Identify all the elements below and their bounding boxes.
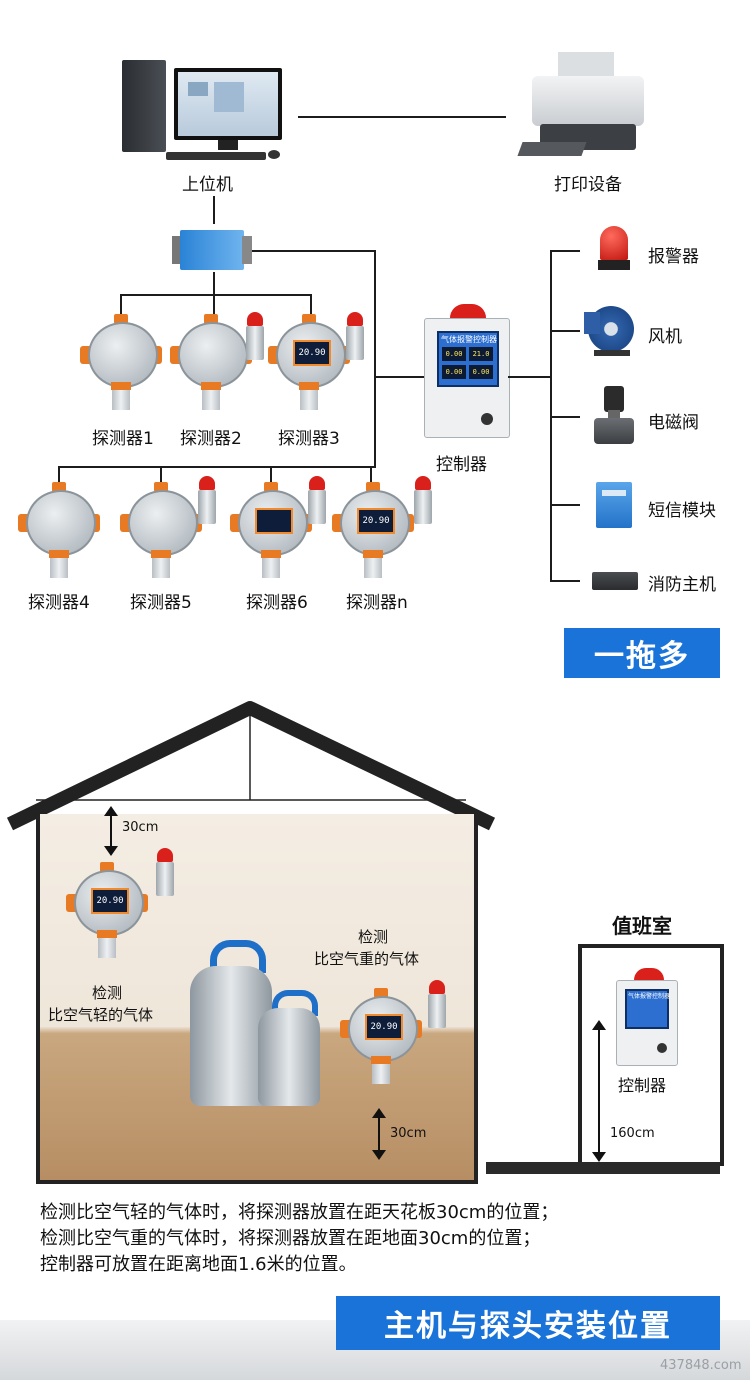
- ceiling-detector-icon: 20.90: [66, 862, 148, 958]
- alarm-lamp-icon: [308, 476, 326, 524]
- floor-detector-icon: 20.90: [340, 988, 422, 1084]
- light-gas-label: 检测: [92, 984, 123, 1002]
- detector-label: 探测器4: [28, 593, 90, 613]
- one-to-many-badge: 一拖多: [564, 628, 720, 678]
- detector-4-icon: [18, 482, 100, 578]
- host-pc-label: 上位机: [182, 175, 233, 195]
- heavy-gas-label: 检测: [358, 928, 389, 946]
- output-label: 风机: [648, 327, 682, 347]
- controller-reading: 0.00: [469, 365, 493, 379]
- gas-cylinder-icon: [258, 990, 320, 1106]
- fan-blower-icon: [584, 302, 638, 358]
- alarm-lamp-icon: [428, 980, 446, 1028]
- detector-label: 探测器1: [92, 429, 154, 449]
- detector-label: 探测器6: [246, 593, 308, 613]
- alarm-lamp-icon: [598, 226, 630, 272]
- light-gas-label: 比空气轻的气体: [48, 1006, 154, 1024]
- alarm-lamp-icon: [414, 476, 432, 524]
- duty-height-label: 160cm: [610, 1126, 655, 1141]
- controller-icon: 气体报警控制器 0.00 21.0 0.00 0.00: [424, 318, 510, 438]
- converter-module-icon: [172, 226, 252, 272]
- fire-host-icon: [592, 572, 638, 590]
- duty-room-label: 值班室: [612, 914, 672, 938]
- alarm-lamp-icon: [246, 312, 264, 360]
- duty-controller-label: 控制器: [618, 1076, 667, 1095]
- alarm-lamp-icon: [346, 312, 364, 360]
- output-label: 短信模块: [648, 501, 716, 521]
- controller-alarm-lamp-icon: [450, 304, 486, 320]
- controller-label: 控制器: [436, 455, 487, 475]
- detector-5-icon: [120, 482, 202, 578]
- output-label: 报警器: [648, 247, 699, 267]
- solenoid-valve-icon: [594, 386, 634, 448]
- sms-module-icon: [596, 482, 632, 528]
- detector-n-icon: 20.90: [332, 482, 414, 578]
- bottom-gap-label: 30cm: [390, 1126, 427, 1141]
- detector-label: 探测器n: [346, 593, 408, 613]
- detector-1-icon: [80, 314, 162, 410]
- controller-panel-title: 气体报警控制器: [441, 335, 497, 344]
- install-note: 控制器可放置在距离地面1.6米的位置。: [40, 1254, 357, 1275]
- controller-reading: 0.00: [442, 347, 466, 361]
- detector-label: 探测器3: [278, 429, 340, 449]
- watermark: 437848.com: [660, 1358, 742, 1373]
- host-pc-icon: [118, 60, 288, 165]
- printer-icon: [512, 52, 652, 160]
- controller-reading: 0.00: [442, 365, 466, 379]
- detector-6-icon: [230, 482, 312, 578]
- house-roof-icon: [6, 701, 496, 831]
- install-position-badge: 主机与探头安装位置: [336, 1296, 720, 1350]
- install-note: 检测比空气重的气体时，将探测器放置在距地面30cm的位置；: [40, 1228, 541, 1249]
- output-label: 消防主机: [648, 575, 716, 595]
- alarm-lamp-icon: [198, 476, 216, 524]
- printer-label: 打印设备: [554, 175, 622, 195]
- alarm-lamp-icon: [156, 848, 174, 896]
- duty-controller-icon: 气体报警控制器: [616, 980, 678, 1066]
- controller-reading: 21.0: [469, 347, 493, 361]
- heavy-gas-label: 比空气重的气体: [314, 950, 420, 968]
- controller-alarm-lamp-icon: [634, 968, 664, 982]
- top-gap-label: 30cm: [122, 820, 159, 835]
- install-note: 检测比空气轻的气体时，将探测器放置在距天花板30cm的位置；: [40, 1202, 559, 1223]
- output-label: 电磁阀: [648, 413, 699, 433]
- detector-2-icon: [170, 314, 252, 410]
- detector-3-icon: 20.90: [268, 314, 350, 410]
- duty-room-frame: [578, 944, 724, 1166]
- detector-label: 探测器5: [130, 593, 192, 613]
- detector-label: 探测器2: [180, 429, 242, 449]
